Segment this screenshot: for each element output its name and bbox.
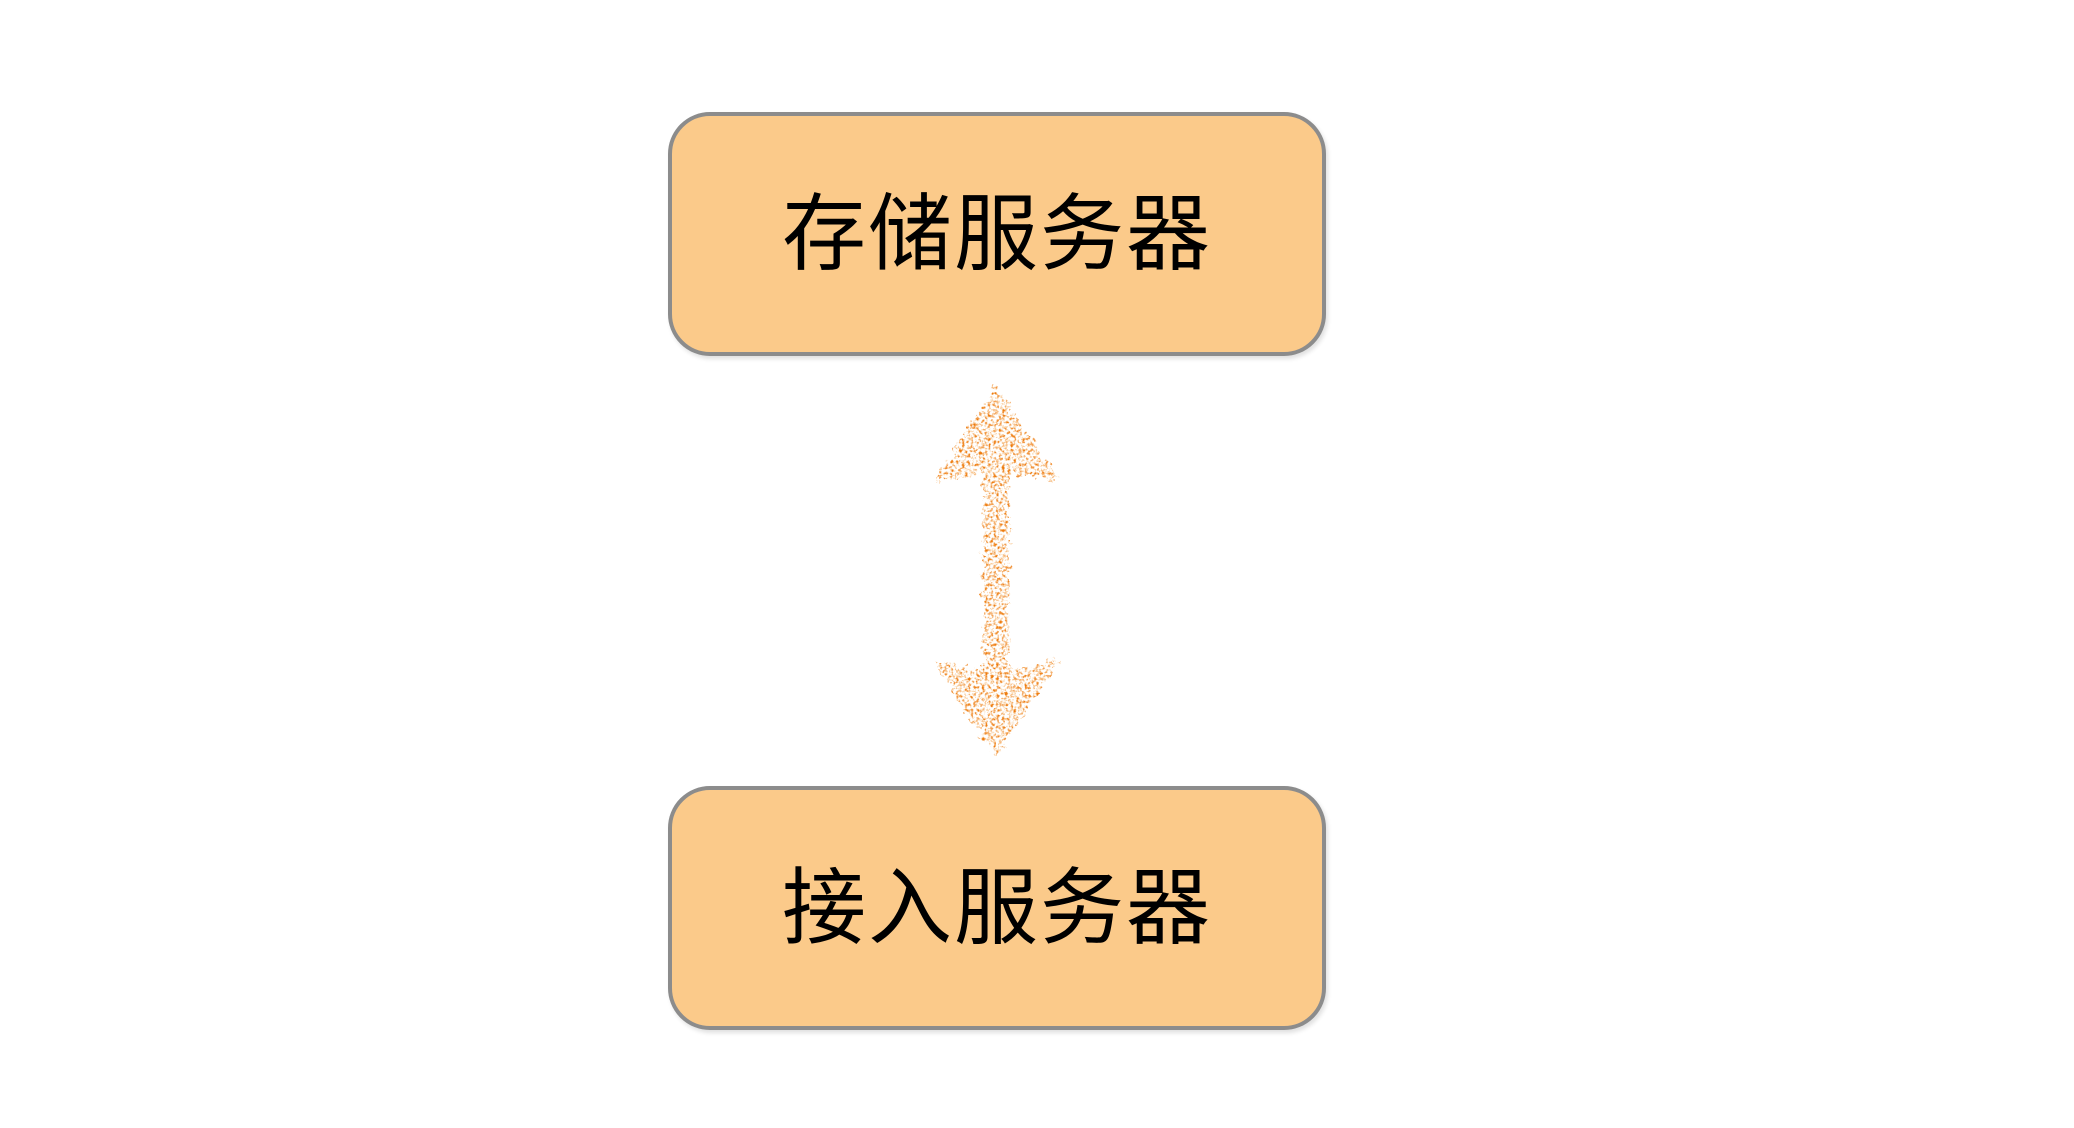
node-access-server-label: 接入服务器 [781, 861, 1212, 955]
node-storage-server-label: 存储服务器 [781, 187, 1212, 281]
bidirectional-arrow-shape [934, 385, 1058, 757]
bidirectional-arrow-icon [934, 385, 1058, 757]
node-storage-server: 存储服务器 [668, 112, 1326, 356]
node-access-server: 接入服务器 [668, 786, 1326, 1030]
